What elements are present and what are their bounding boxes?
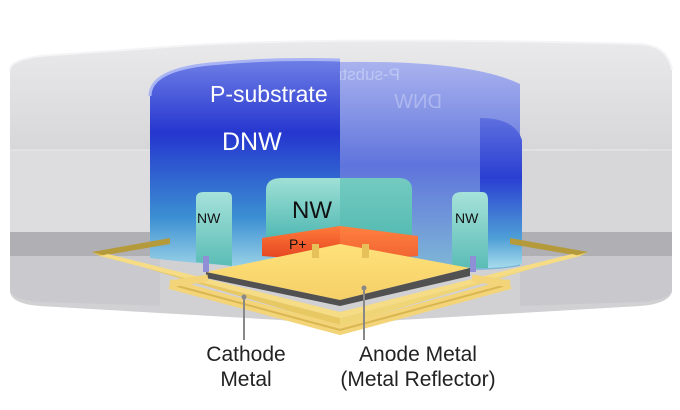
cathode-callout-line1: Cathode <box>206 343 286 366</box>
p-substrate-label: P-substrate <box>210 81 328 107</box>
cathode-metal-ring <box>92 238 588 336</box>
anode-metal-floor <box>206 244 470 300</box>
anode-metal-callout: Anode Metal (Metal Reflector) <box>318 342 518 392</box>
nw-center-side <box>340 178 412 240</box>
nw-left-well <box>196 192 232 266</box>
via-left <box>203 256 209 272</box>
nw-right-label: NW <box>455 210 479 226</box>
nw-right-well <box>452 192 488 268</box>
dnw-cylinder-right <box>480 118 522 268</box>
anode-callout-line2: (Metal Reflector) <box>340 368 496 391</box>
nw-left-label: NW <box>197 210 221 226</box>
via-1 <box>312 244 319 258</box>
dnw-mirror-label: DNW <box>394 91 442 113</box>
callout-leaders <box>241 285 367 340</box>
dnw-label: DNW <box>222 128 282 156</box>
cathode-metal-callout: Cathode Metal <box>185 342 307 392</box>
nw-center-label: NW <box>292 197 332 224</box>
anode-callout-line1: Anode Metal <box>359 343 477 366</box>
via-2 <box>362 244 369 258</box>
floor-shadow <box>206 268 470 306</box>
cathode-callout-line2: Metal <box>220 368 272 391</box>
p-plus-label: P+ <box>289 236 307 252</box>
via-right <box>470 256 476 272</box>
